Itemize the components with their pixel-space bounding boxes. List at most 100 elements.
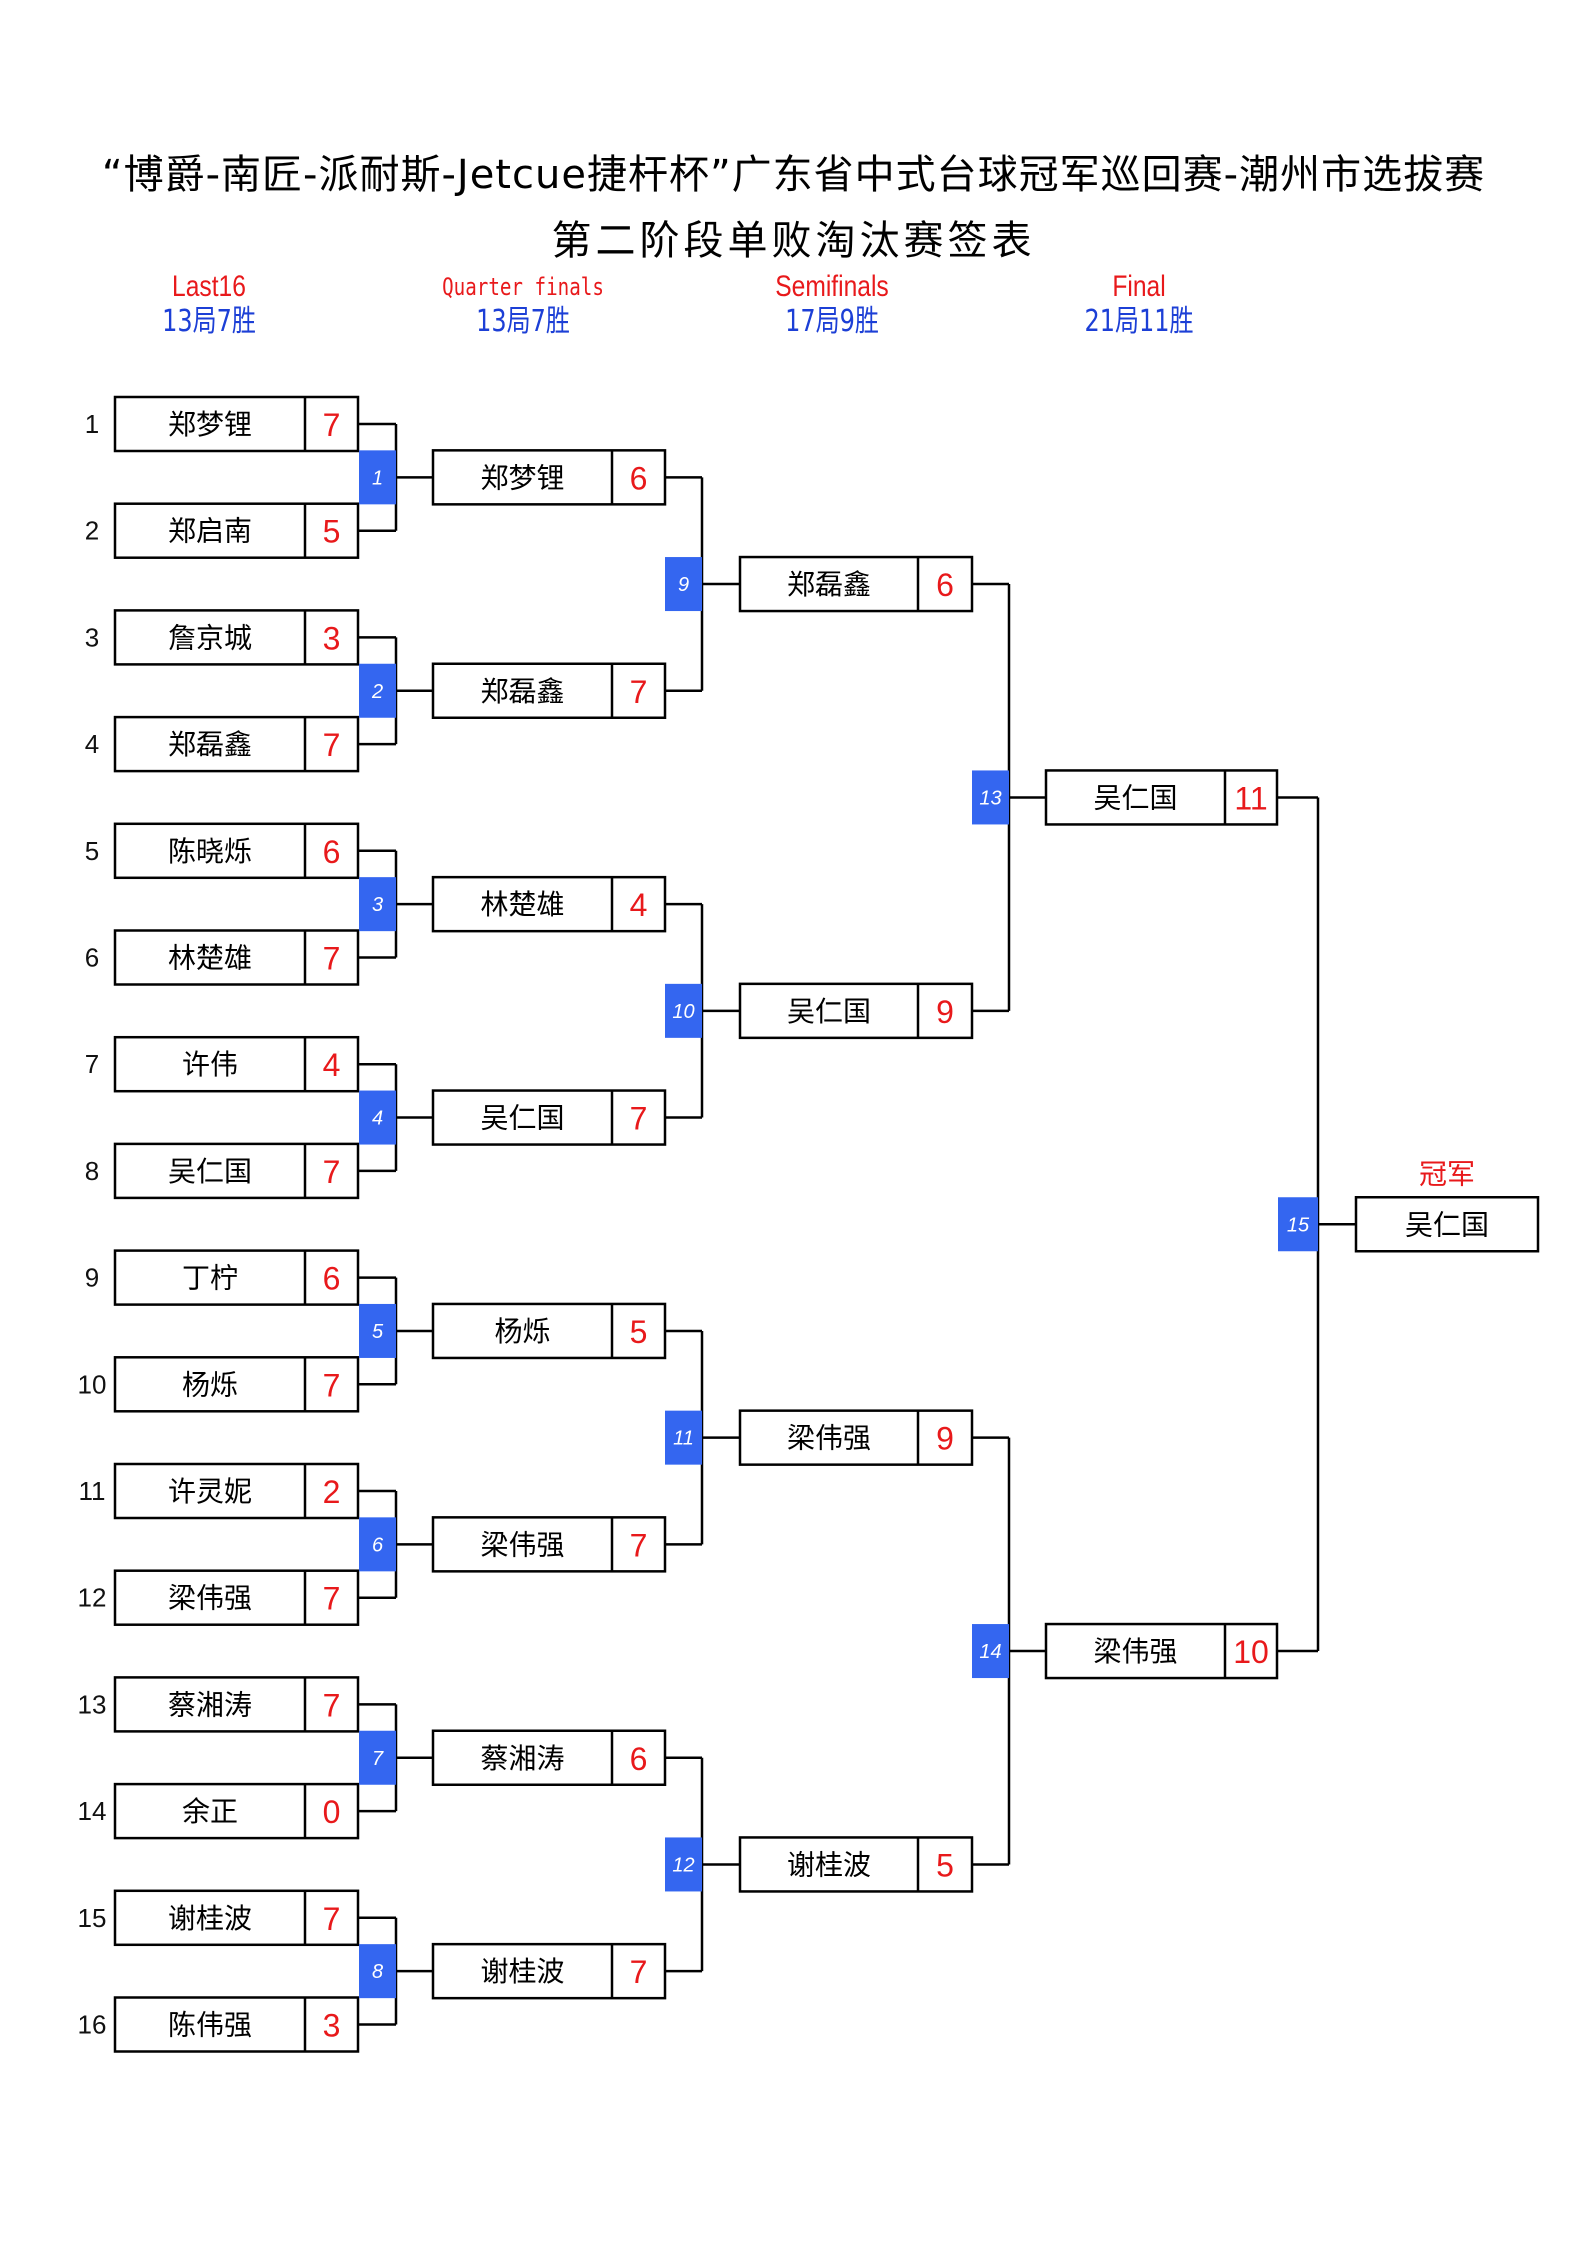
player-score: 7 (630, 1954, 648, 1990)
match-number: 5 (372, 1321, 384, 1343)
bracket-subtitle: 第二阶段单败淘汰赛签表 (551, 218, 1036, 264)
player-score: 6 (630, 460, 648, 496)
player-name: 林楚雄 (480, 888, 564, 921)
player-score: 9 (936, 994, 954, 1030)
match-number: 2 (371, 681, 383, 703)
player-score: 5 (936, 1847, 954, 1883)
player-score: 11 (1234, 780, 1267, 816)
player-name: 梁伟强 (168, 1582, 252, 1615)
player-name: 陈伟强 (168, 2009, 252, 2042)
player-score: 0 (323, 1794, 341, 1830)
match-number-badge (972, 1624, 1009, 1679)
player-box (431, 449, 667, 506)
champion-name: 吴仁国 (1405, 1208, 1489, 1241)
player-name: 梁伟强 (1093, 1635, 1177, 1668)
seed-number: 6 (85, 943, 99, 973)
player-score: 10 (1233, 1634, 1269, 1670)
player-score: 5 (630, 1314, 648, 1350)
seed-number: 3 (85, 622, 99, 652)
player-name: 谢桂波 (168, 1902, 252, 1935)
player-entry: 梁伟强 7 (113, 1569, 360, 1626)
player-name: 吴仁国 (480, 1102, 564, 1135)
player-score: 7 (323, 1581, 341, 1617)
player-score: 5 (323, 514, 341, 550)
match-number: 4 (372, 1108, 383, 1130)
player-score: 7 (630, 1101, 648, 1137)
match-number: 7 (372, 1748, 384, 1770)
match-number-badge (665, 1837, 702, 1892)
player-box (738, 982, 974, 1040)
player-score: 4 (630, 887, 648, 923)
player-name: 吴仁国 (168, 1155, 252, 1188)
match-number: 10 (672, 1001, 694, 1023)
match-number-badge (359, 1944, 396, 1999)
champion-label: 冠军 (1419, 1157, 1475, 1190)
round-rule: 21局11胜 (1084, 304, 1194, 339)
player-name: 詹京城 (168, 621, 252, 654)
player-score: 7 (323, 1367, 341, 1403)
player-name: 郑磊鑫 (787, 568, 871, 601)
player-name: 丁柠 (182, 1262, 238, 1295)
seed-number: 11 (79, 1476, 106, 1506)
player-name: 谢桂波 (480, 1955, 564, 1988)
match-number-badge (665, 983, 702, 1038)
match-number-badge (359, 1090, 396, 1145)
player-score: 7 (323, 407, 341, 443)
player-box (113, 1249, 360, 1306)
player-box (431, 1302, 667, 1360)
seed-number: 1 (85, 409, 99, 439)
match-number-badge (359, 450, 396, 505)
round-rule: 13局7胜 (476, 304, 570, 339)
player-score: 7 (630, 674, 648, 710)
player-score: 9 (936, 1421, 954, 1457)
player-score: 2 (323, 1474, 341, 1510)
player-score: 3 (323, 620, 341, 656)
player-entry: 梁伟强 10 (1044, 1622, 1279, 1680)
player-box (738, 1836, 974, 1893)
player-score: 7 (323, 941, 341, 977)
match-number: 6 (372, 1534, 384, 1556)
player-score: 7 (630, 1527, 648, 1563)
match-number: 1 (372, 467, 383, 489)
player-score: 7 (323, 1687, 341, 1723)
player-box (738, 555, 974, 613)
round-rule: 13局7胜 (162, 304, 256, 339)
seed-number: 16 (78, 2010, 107, 2040)
match-number: 14 (979, 1641, 1001, 1663)
player-name: 许灵妮 (168, 1475, 252, 1508)
match-number: 9 (678, 574, 689, 596)
match-number-badge (665, 557, 702, 612)
player-box (113, 1889, 360, 1947)
player-score: 7 (323, 1901, 341, 1937)
player-entry: 林楚雄 4 (431, 875, 667, 933)
match-number: 13 (979, 787, 1001, 809)
seed-number: 10 (78, 1369, 107, 1399)
player-box (1044, 1622, 1279, 1680)
round-header-semifinals: Semifinals 17局9胜 (682, 270, 982, 340)
player-score: 6 (323, 834, 341, 870)
player-box (431, 1729, 667, 1786)
seed-number: 12 (78, 1583, 107, 1613)
round-rule: 17局9胜 (785, 304, 879, 339)
player-box (113, 1569, 360, 1626)
match-number: 3 (372, 894, 383, 916)
round-name: Final (1112, 270, 1166, 303)
match-number: 15 (1287, 1214, 1310, 1236)
seed-number: 8 (85, 1156, 99, 1186)
player-box (113, 609, 360, 666)
player-name: 余正 (182, 1795, 238, 1828)
player-entry: 吴仁国 7 (431, 1089, 667, 1146)
